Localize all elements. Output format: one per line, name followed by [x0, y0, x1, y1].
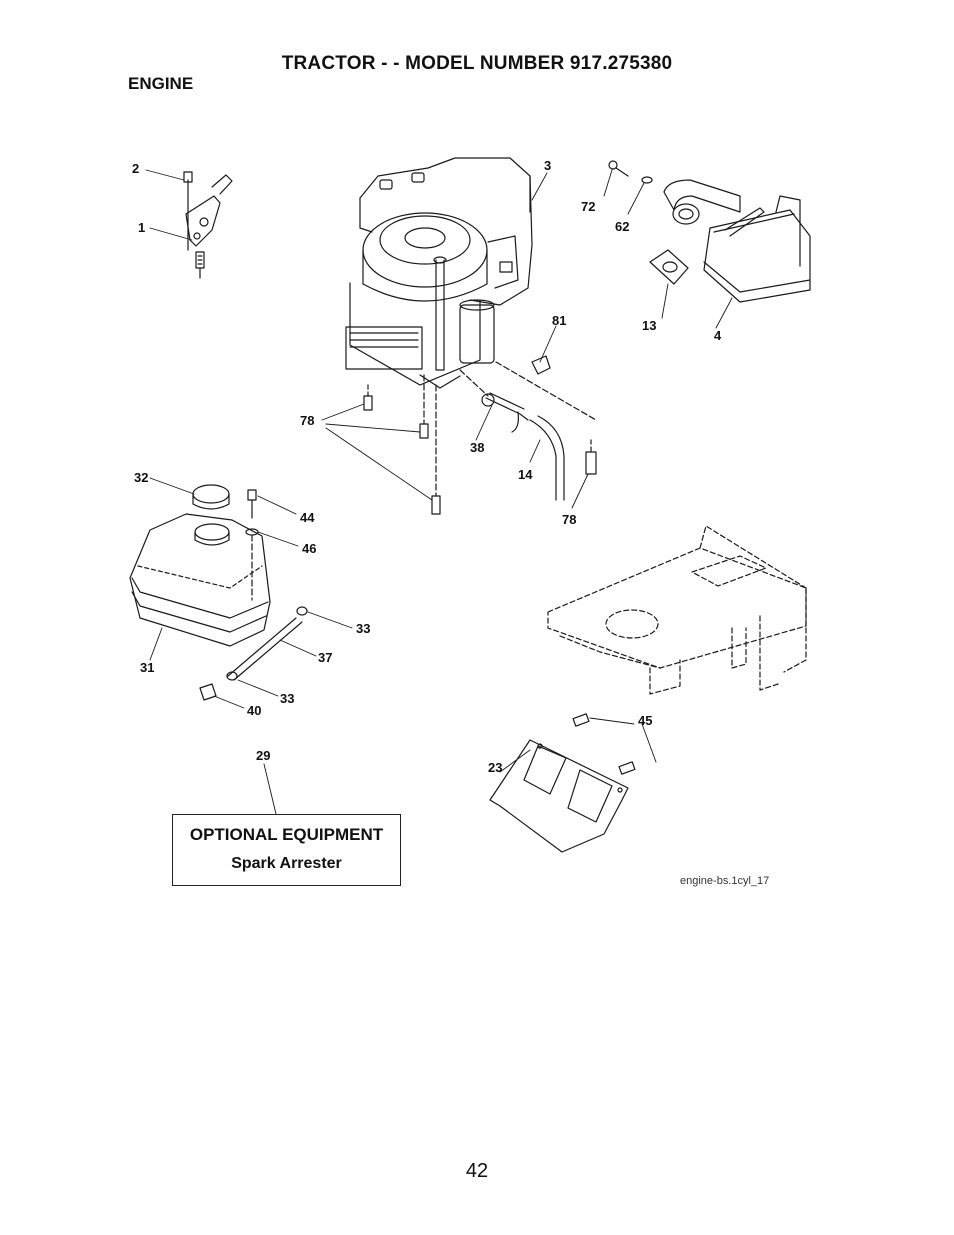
engine-mounting-bolts [363, 361, 597, 515]
callout-4: 4 [714, 328, 722, 343]
engine-assembly [345, 157, 533, 389]
callout-72: 72 [581, 199, 595, 214]
callout-2: 2 [132, 161, 139, 176]
exhaust-muffler-assembly [608, 160, 811, 303]
callout-38: 38 [470, 440, 484, 455]
optional-equipment-item: Spark Arrester [231, 855, 342, 872]
callout-31: 31 [140, 660, 154, 675]
callout-46: 46 [302, 541, 316, 556]
callout-62: 62 [615, 219, 629, 234]
page-number: 42 [465, 1160, 489, 1182]
optional-equipment-box: OPTIONAL EQUIPMENT Spark Arrester [172, 814, 401, 886]
callout-23: 23 [488, 760, 502, 775]
callout-37: 37 [318, 650, 332, 665]
callout-numbers: 1 2 3 72 62 13 4 81 78 38 14 78 32 44 46… [132, 158, 722, 775]
fuel-tank-assembly [129, 484, 308, 701]
tractor-frame [547, 525, 807, 695]
callout-13: 13 [642, 318, 656, 333]
callout-1: 1 [138, 220, 145, 235]
page-title: TRACTOR - - MODEL NUMBER 917.275380 [281, 53, 673, 74]
callout-leaders [145, 169, 733, 815]
callout-78a: 78 [300, 413, 314, 428]
optional-equipment-heading: OPTIONAL EQUIPMENT [189, 825, 384, 844]
callout-33a: 33 [356, 621, 370, 636]
figure-id: engine-bs.1cyl_17 [680, 875, 770, 887]
callout-14: 14 [518, 467, 533, 482]
callout-78b: 78 [562, 512, 576, 527]
callout-40: 40 [247, 703, 261, 718]
callout-81: 81 [552, 313, 566, 328]
throttle-control-assembly [183, 171, 233, 279]
section-heading: ENGINE [128, 74, 194, 93]
callout-45: 45 [638, 713, 652, 728]
engine-shield-plate [489, 713, 636, 853]
callout-3: 3 [544, 158, 551, 173]
callout-33b: 33 [280, 691, 294, 706]
callout-29: 29 [256, 748, 270, 763]
callout-32: 32 [134, 470, 148, 485]
callout-44: 44 [300, 510, 315, 525]
